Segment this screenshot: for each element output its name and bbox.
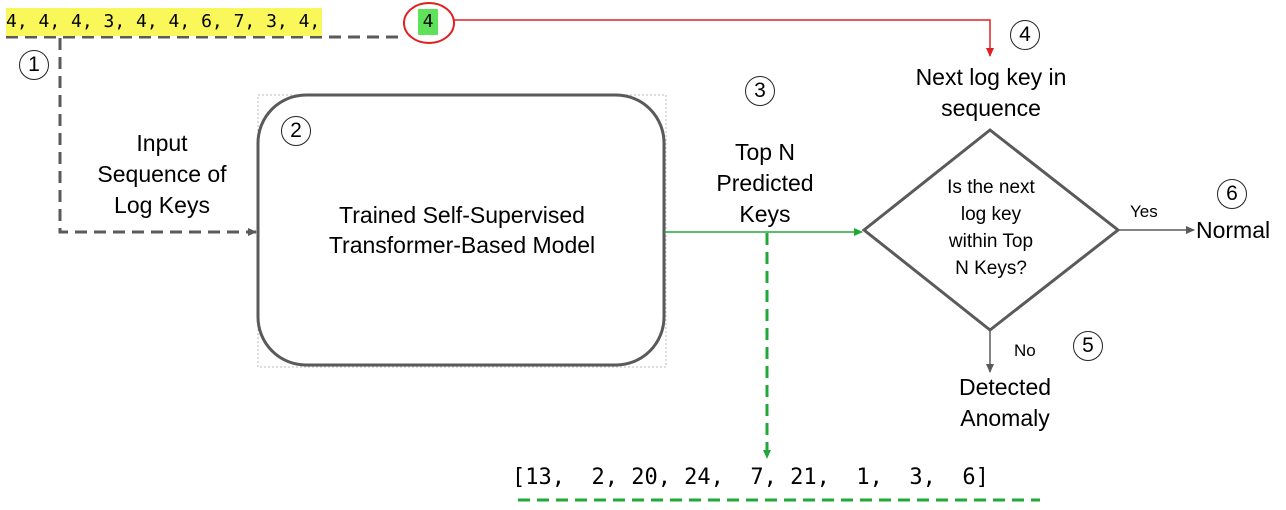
yes-label: Yes: [1130, 202, 1158, 221]
input-label: Input Sequence of Log Keys: [97, 130, 227, 218]
step-4-marker: 4: [1010, 20, 1040, 50]
step-6-marker: 6: [1217, 179, 1247, 209]
step-3-marker: 3: [745, 76, 775, 106]
input-arrow: [58, 38, 257, 236]
predicted-keys-list: [13, 2, 20, 24, 7, 21, 1, 3, 6]: [512, 465, 989, 490]
log-key-sequence: 4, 4, 4, 3, 4, 4, 6, 7, 3, 4,: [6, 8, 323, 36]
next-log-key: 4: [418, 9, 438, 35]
next-log-key-label: Next log key in sequence: [915, 64, 1067, 121]
next-key-circle: [403, 2, 455, 44]
step-1-marker: 1: [19, 50, 49, 80]
next-key-arrow: [454, 19, 994, 57]
no-label: No: [1014, 341, 1036, 360]
normal-outcome: Normal: [1196, 217, 1271, 243]
decision-label: Is the next log key within Top N Keys?: [947, 177, 1035, 279]
model-label: Trained Self-Supervised Transformer-Base…: [328, 202, 596, 258]
anomaly-outcome: Detected Anomaly: [958, 374, 1052, 431]
step-5-marker: 5: [1073, 331, 1103, 361]
step-2-marker: 2: [281, 116, 311, 146]
model-box: [256, 93, 666, 367]
top-n-label: Top N Predicted Keys: [716, 139, 814, 227]
